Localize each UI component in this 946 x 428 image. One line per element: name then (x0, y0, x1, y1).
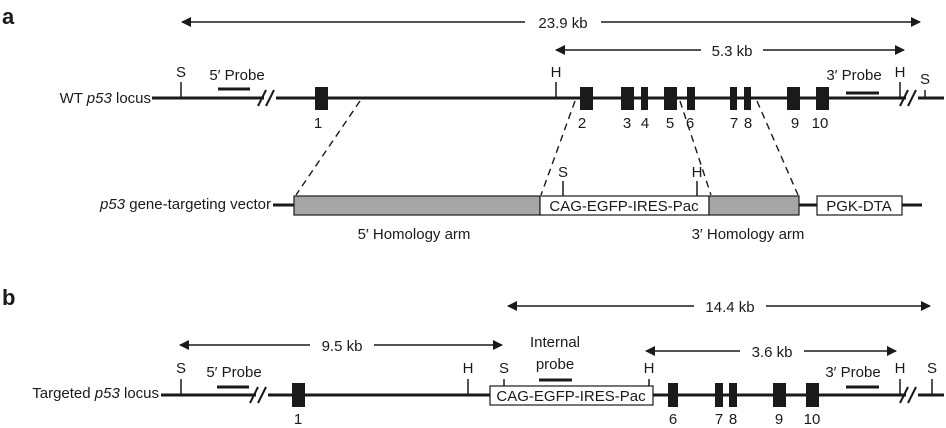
span-label-9-5kb: 9.5 kb (322, 338, 363, 355)
exon-wt-1 (315, 87, 328, 110)
exon-wt-5 (664, 87, 677, 110)
exon-label-targeted-1: 1 (294, 411, 302, 428)
site-h-b2: H (895, 360, 906, 395)
homology-arm-3-label: 3′ Homology arm (692, 226, 805, 243)
panel-label-a: a (2, 4, 15, 29)
exon-label-wt-2: 2 (578, 115, 586, 132)
targeting-vector: CAG-EGFP-IRES-Pac PGK-DTA (273, 195, 922, 216)
targeted-cassette-label: CAG-EGFP-IRES-Pac (496, 388, 646, 405)
svg-text:H: H (895, 360, 906, 377)
svg-text:S: S (176, 64, 186, 81)
exon-wt-9 (787, 87, 800, 110)
exon-label-wt-3: 3 (623, 115, 631, 132)
exon-labels-targeted: 1 6 7 8 9 10 (294, 411, 821, 428)
exon-label-wt-1: 1 (314, 115, 322, 132)
pgk-dta-label: PGK-DTA (826, 198, 892, 215)
site-s-vector: S (558, 164, 568, 196)
svg-text:3′ Probe: 3′ Probe (826, 67, 881, 84)
exon-label-wt-10: 10 (812, 115, 829, 132)
svg-text:3′ Probe: 3′ Probe (825, 364, 880, 381)
internal-probe: Internal probe (530, 334, 580, 382)
vector-cassette-label: CAG-EGFP-IRES-Pac (549, 198, 699, 215)
exons-wt (315, 87, 829, 110)
exon-label-targeted-9: 9 (775, 411, 783, 428)
exon-wt-4 (641, 87, 648, 110)
targeted-locus-line: CAG-EGFP-IRES-Pac (161, 385, 944, 406)
exon-label-wt-6: 6 (686, 115, 694, 132)
svg-text:H: H (895, 64, 906, 81)
exon-targeted-9 (773, 383, 786, 407)
probe-5-a: 5′ Probe (209, 67, 265, 91)
span-label-23-9kb: 23.9 kb (538, 15, 587, 32)
exon-wt-6 (687, 87, 695, 110)
span-5-3kb: 5.3 kb (555, 40, 905, 60)
svg-text:Internal: Internal (530, 334, 580, 351)
span-label-14-4kb: 14.4 kb (705, 299, 754, 316)
targeted-locus-label: Targeted p53 locus (32, 385, 159, 402)
exon-targeted-6 (668, 383, 678, 407)
homology-arm-5-label: 5′ Homology arm (358, 226, 471, 243)
span-14-4kb: 14.4 kb (507, 296, 931, 316)
site-s-right-b: S (927, 360, 937, 395)
svg-text:5′ Probe: 5′ Probe (206, 364, 261, 381)
site-s-left-b: S (176, 360, 186, 395)
site-h-a2: H (895, 64, 906, 98)
site-h-b-cassette: H (644, 360, 655, 386)
exon-targeted-7 (715, 383, 723, 407)
svg-text:H: H (692, 164, 703, 181)
span-23-9kb: 23.9 kb (181, 12, 921, 32)
exon-wt-2 (580, 87, 593, 110)
exon-label-wt-8: 8 (744, 115, 752, 132)
exon-label-wt-5: 5 (666, 115, 674, 132)
svg-text:H: H (551, 64, 562, 81)
vector-label: p53 gene-targeting vector (99, 196, 271, 213)
exons-targeted (292, 383, 819, 407)
exon-wt-3 (621, 87, 634, 110)
wt-locus-label: WT p53 locus (60, 90, 151, 107)
exon-label-wt-7: 7 (730, 115, 738, 132)
exon-label-targeted-6: 6 (669, 411, 677, 428)
svg-text:S: S (558, 164, 568, 181)
svg-text:S: S (176, 360, 186, 377)
site-h-a1: H (551, 64, 562, 98)
svg-text:H: H (644, 360, 655, 377)
site-s-right-a: S (920, 71, 930, 98)
svg-text:S: S (927, 360, 937, 377)
span-9-5kb: 9.5 kb (179, 335, 503, 355)
probe-5-b: 5′ Probe (206, 364, 262, 389)
homology-dashed-lines (295, 100, 799, 196)
exon-label-targeted-10: 10 (804, 411, 821, 428)
exon-targeted-1 (292, 383, 305, 407)
svg-text:S: S (499, 360, 509, 377)
span-3-6kb: 3.6 kb (645, 341, 897, 361)
svg-text:probe: probe (536, 356, 574, 373)
exon-label-wt-4: 4 (641, 115, 649, 132)
span-label-5-3kb: 5.3 kb (712, 43, 753, 60)
exon-wt-10 (816, 87, 829, 110)
exon-label-targeted-7: 7 (715, 411, 723, 428)
homology-arm-5 (293, 195, 541, 216)
homology-arm-3 (708, 195, 800, 216)
span-label-3-6kb: 3.6 kb (752, 344, 793, 361)
exon-wt-7 (730, 87, 737, 110)
site-s-b-cassette: S (499, 360, 509, 386)
exon-wt-8 (744, 87, 751, 110)
site-s-left-a: S (176, 64, 186, 98)
exon-targeted-10 (806, 383, 819, 407)
probe-3-a: 3′ Probe (826, 67, 882, 95)
exon-targeted-8 (729, 383, 737, 407)
exon-labels-wt: 1 2 3 4 5 6 7 8 9 10 (314, 115, 829, 132)
svg-text:H: H (463, 360, 474, 377)
probe-3-b: 3′ Probe (825, 364, 881, 389)
site-h-vector: H (692, 164, 703, 196)
svg-text:5′ Probe: 5′ Probe (209, 67, 264, 84)
svg-text:S: S (920, 71, 930, 88)
exon-label-wt-9: 9 (791, 115, 799, 132)
site-h-b1: H (463, 360, 474, 395)
exon-label-targeted-8: 8 (729, 411, 737, 428)
panel-label-b: b (2, 285, 15, 310)
